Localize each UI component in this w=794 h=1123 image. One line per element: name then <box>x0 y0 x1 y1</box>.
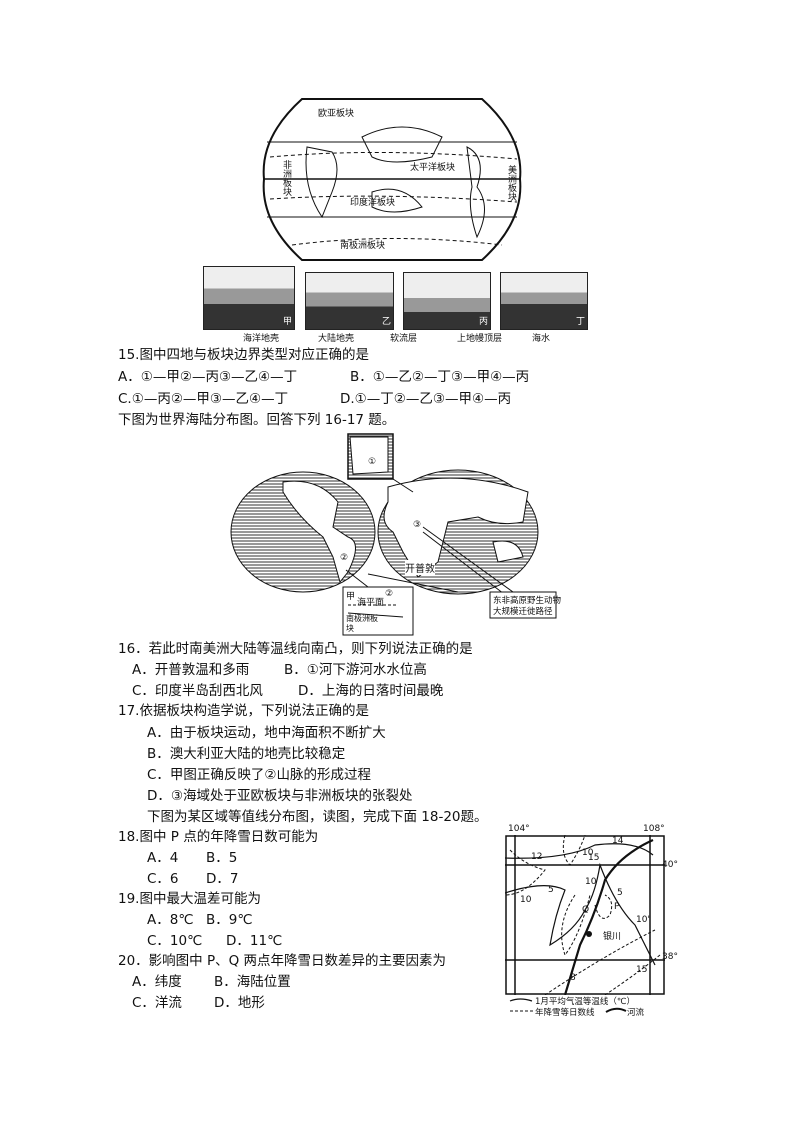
option: A．开普敦温和多雨 <box>132 662 250 678</box>
option: C．10℃ <box>147 933 203 949</box>
option: C．6 <box>147 871 179 887</box>
option: B．9℃ <box>206 912 253 928</box>
contour-value: 15 <box>636 965 648 975</box>
city-yinchuan: 银川 <box>603 932 622 942</box>
contour-value: 5 <box>617 888 623 898</box>
river-1-marker: ① <box>368 457 377 467</box>
option: C．印度半岛刮西北风 <box>132 683 263 699</box>
contour-value: 15 <box>588 853 600 863</box>
point-q: Q <box>582 905 590 915</box>
option: C.①—丙②—甲③—乙④—丁 <box>118 391 289 407</box>
legend-snow-days: 年降雪等日数线 <box>535 1008 595 1018</box>
option: D．11℃ <box>226 933 283 949</box>
migration-callout-line2: 大规模迁徙路径 <box>493 607 553 617</box>
section-ding: 丁 <box>500 272 588 330</box>
option: A．由于板块运动，地中海面积不断扩大 <box>147 725 386 741</box>
contour-value: 10 <box>520 895 532 905</box>
option: D．地形 <box>214 995 265 1011</box>
mark-2: ② <box>340 553 349 563</box>
option: A．纬度 <box>132 974 182 990</box>
mark-3: ③ <box>413 520 422 530</box>
section-bing: 丙 <box>403 272 491 330</box>
migration-callout-line1: 东非高原野生动物 <box>493 596 562 606</box>
legend-river: 河流 <box>627 1008 645 1018</box>
inset-jia-mark: ② <box>385 589 394 599</box>
legend-upper-mantle: 上地幔顶层 <box>457 334 503 344</box>
plate-label: 非洲板块 <box>281 160 291 196</box>
intro-18-20: 下图为某区域等值线分布图，读图，完成下面 18-20题。 <box>147 809 488 825</box>
sea-level-label: 海平面 <box>357 598 385 608</box>
legend-continental-crust: 大陆地壳 <box>318 334 355 344</box>
legend-oceanic-crust: 海洋地壳 <box>243 334 280 344</box>
contour-value: 5 <box>548 885 554 895</box>
antarctic-plate-label: 南极洲板块 <box>346 614 378 633</box>
option: D.①—丁②—乙③—甲④—丙 <box>340 391 512 407</box>
plate-label: 印度洋板块 <box>350 198 396 208</box>
option: D．③海域处于亚欧板块与非洲板块的张裂处 <box>147 788 413 804</box>
plate-world-map <box>262 98 522 261</box>
option: A．4 <box>147 850 179 866</box>
lon-108: 108° <box>643 824 665 834</box>
lat-40: 40° <box>662 860 678 870</box>
contour-value: 12 <box>531 852 543 862</box>
question-19-stem: 19.图中最大温差可能为 <box>118 891 261 907</box>
question-18-stem: 18.图中 P 点的年降雪日数可能为 <box>118 829 319 845</box>
legend-isotherm: 1月平均气温等温线（℃） <box>535 997 635 1007</box>
plate-label: 欧亚板块 <box>318 109 355 119</box>
legend-seawater: 海水 <box>532 334 551 344</box>
contour-map <box>505 835 665 995</box>
plate-label: 美洲板块 <box>506 165 516 201</box>
option: D．上海的日落时间最晚 <box>298 683 444 699</box>
option: B．①河下游河水水位高 <box>284 662 427 678</box>
world-land-sea-map <box>230 433 557 636</box>
lat-38: 38° <box>662 952 678 962</box>
question-17-stem: 17.依据板块构造学说，下列说法正确的是 <box>118 703 369 719</box>
intro-16-17: 下图为世界海陆分布图。回答下列 16-17 题。 <box>118 412 396 428</box>
contour-value: 10 <box>582 848 594 858</box>
option: B．澳大利亚大陆的地壳比较稳定 <box>147 746 346 762</box>
question-15-stem: 15.图中四地与板块边界类型对应正确的是 <box>118 347 369 363</box>
section-jia: 甲 <box>203 266 295 330</box>
contour-legend-lines <box>509 998 627 1013</box>
inset-jia-title: 甲 <box>346 592 356 602</box>
option: A．8℃ <box>147 912 194 928</box>
plate-label: 太平洋板块 <box>410 163 456 173</box>
contour-value: 10' <box>636 915 650 925</box>
option: B．海陆位置 <box>214 974 291 990</box>
option: B．①—乙②—丁③—甲④—丙 <box>350 369 530 385</box>
option: C．甲图正确反映了②山脉的形成过程 <box>147 767 372 783</box>
lon-104: 104° <box>508 824 530 834</box>
point-p: P <box>614 902 620 912</box>
question-20-stem: 20．影响图中 P、Q 两点年降雪日数差异的主要因素为 <box>118 953 447 969</box>
legend-asthenosphere: 软流层 <box>390 334 418 344</box>
section-yi: 乙 <box>305 272 394 330</box>
option: A．①—甲②—丙③—乙④—丁 <box>118 369 298 385</box>
question-16-stem: 16．若此时南美洲大陆等温线向南凸，则下列说法正确的是 <box>118 641 473 657</box>
contour-value: 14 <box>612 836 624 846</box>
plate-label: 南极洲板块 <box>340 241 386 251</box>
option: D．7 <box>206 871 239 887</box>
city-cape-town: 开普敦 <box>405 560 435 575</box>
option: B．5 <box>206 850 238 866</box>
contour-value: 10 <box>585 877 597 887</box>
contour-value: 8 <box>570 973 576 983</box>
option: C．洋流 <box>132 995 182 1011</box>
